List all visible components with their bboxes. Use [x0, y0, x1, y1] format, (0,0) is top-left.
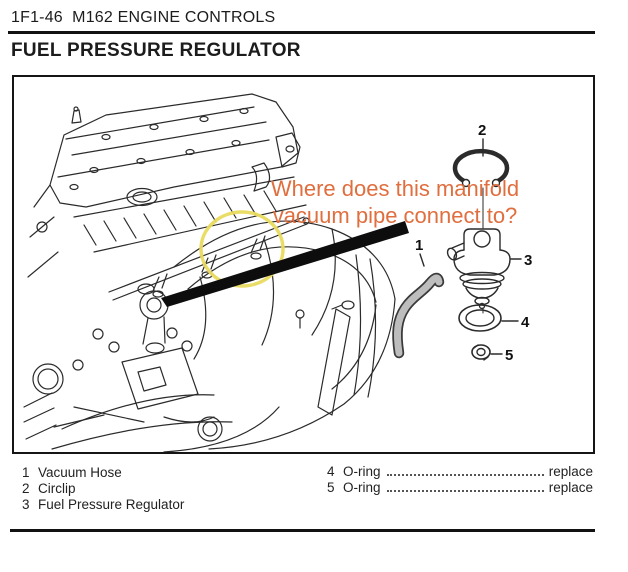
legend-note: replace — [548, 464, 593, 479]
callout-3: 3 — [524, 252, 532, 269]
legend-label: Circlip — [38, 481, 76, 496]
figure-frame: 1 2 3 4 5 — [12, 75, 595, 454]
callout-1: 1 — [415, 237, 423, 254]
legend-label: O-ring — [343, 480, 381, 495]
footer-divider — [10, 529, 595, 532]
regulator-part — [446, 228, 511, 310]
engine-diagram-svg: 1 2 3 4 5 — [23, 93, 532, 452]
legend-item-oring-5: 5 O-ring replace — [327, 480, 593, 496]
legend-number: 3 — [22, 497, 30, 512]
oring-large-part — [458, 304, 502, 332]
legend-left: 1 Vacuum Hose 2 Circlip 3 Fuel Pressure … — [22, 465, 184, 513]
legend-item-circlip: 2 Circlip — [22, 481, 184, 497]
callout-4: 4 — [521, 314, 530, 331]
vacuum-hose-part — [392, 272, 445, 359]
exploded-view — [419, 138, 522, 361]
engine-line-art — [23, 93, 396, 452]
legend-item-vacuum-hose: 1 Vacuum Hose — [22, 465, 184, 481]
legend-number: 5 — [327, 480, 335, 495]
highlight-circle-annotation — [199, 210, 285, 288]
dotted-leader — [386, 464, 544, 476]
header-divider — [8, 31, 595, 34]
legend-number: 4 — [327, 464, 335, 479]
legend-number: 1 — [22, 465, 30, 480]
callout-2: 2 — [478, 122, 486, 139]
annotation-arrow — [161, 221, 409, 307]
callout-5: 5 — [505, 347, 513, 364]
legend-label: Fuel Pressure Regulator — [38, 497, 185, 512]
legend-note: replace — [548, 480, 593, 495]
legend-item-oring-4: 4 O-ring replace — [327, 464, 593, 480]
legend-label: Vacuum Hose — [38, 465, 122, 480]
page-header: 1F1-46 M162 ENGINE CONTROLS — [11, 9, 276, 26]
circlip-part — [452, 148, 510, 184]
oring-small-part — [471, 344, 491, 361]
legend-item-fuel-pressure-regulator: 3 Fuel Pressure Regulator — [22, 497, 184, 513]
legend-label: O-ring — [343, 464, 381, 479]
dotted-leader — [386, 480, 544, 492]
legend-number: 2 — [22, 481, 30, 496]
legend-right: 4 O-ring replace 5 O-ring replace — [327, 464, 593, 496]
page-title: FUEL PRESSURE REGULATOR — [11, 40, 301, 61]
